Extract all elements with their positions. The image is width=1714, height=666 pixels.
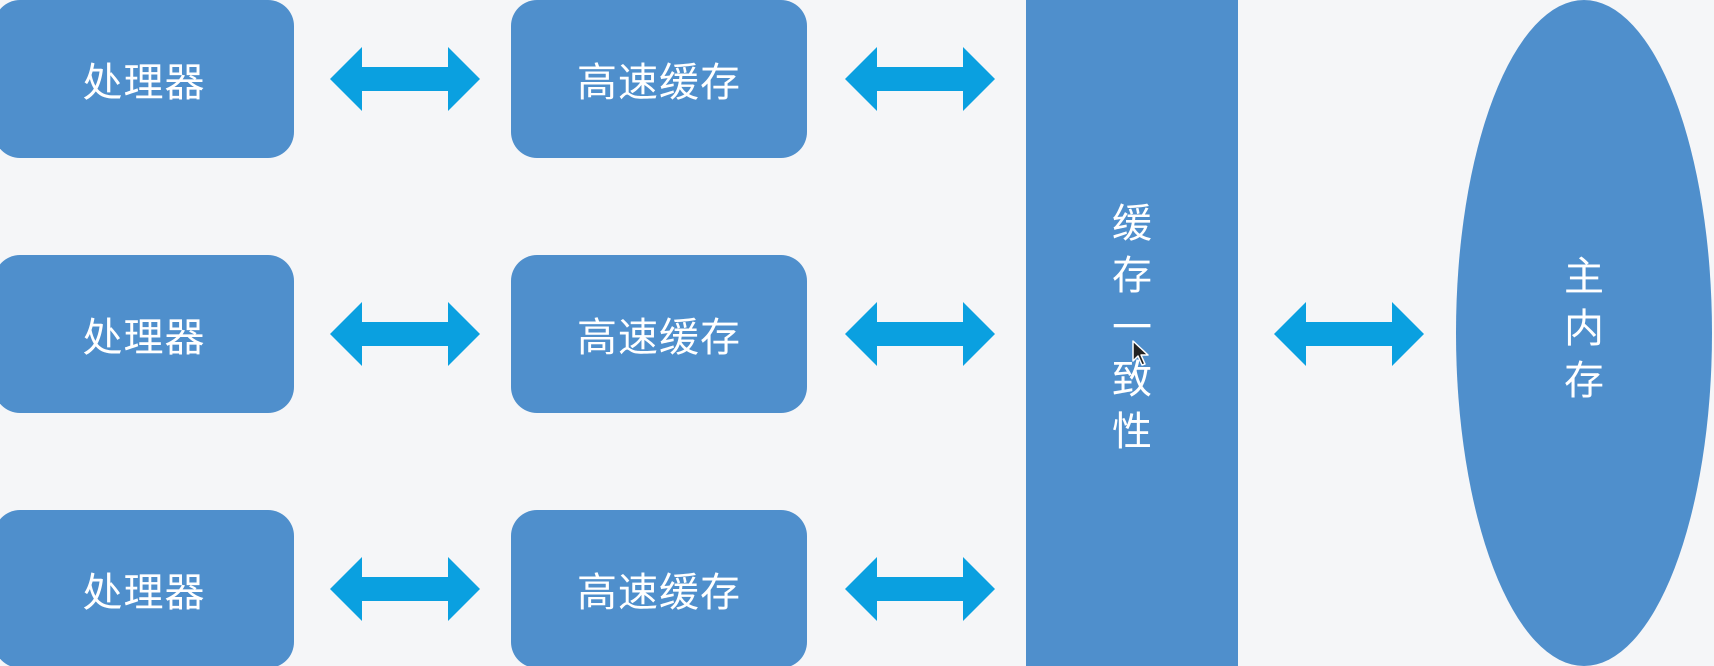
- cache-coherence-block: 缓存一致性: [1026, 0, 1238, 666]
- main-memory-ellipse: 主内存: [1456, 0, 1712, 666]
- cache-box-3: 高速缓存: [511, 510, 807, 666]
- double-arrow-icon: [330, 302, 480, 366]
- processor-box-3: 处理器: [0, 510, 294, 666]
- mouse-pointer-icon: [1132, 340, 1150, 366]
- double-arrow-icon: [330, 557, 480, 621]
- cache-coherence-label: 缓存一致性: [1112, 201, 1152, 455]
- processor-label-2: 处理器: [82, 315, 206, 361]
- cache-label-3: 高速缓存: [577, 570, 741, 616]
- double-arrow-icon: [845, 302, 995, 366]
- cache-label-2: 高速缓存: [577, 315, 741, 361]
- double-arrow-icon: [845, 47, 995, 111]
- processor-box-2: 处理器: [0, 255, 294, 413]
- processor-label-3: 处理器: [82, 570, 206, 616]
- double-arrow-icon: [845, 557, 995, 621]
- main-memory-label: 主内存: [1564, 254, 1604, 404]
- cache-label-1: 高速缓存: [577, 60, 741, 106]
- cache-box-1: 高速缓存: [511, 0, 807, 158]
- double-arrow-icon: [330, 47, 480, 111]
- double-arrow-icon: [1274, 302, 1424, 366]
- processor-label-1: 处理器: [82, 60, 206, 106]
- processor-box-1: 处理器: [0, 0, 294, 158]
- cache-box-2: 高速缓存: [511, 255, 807, 413]
